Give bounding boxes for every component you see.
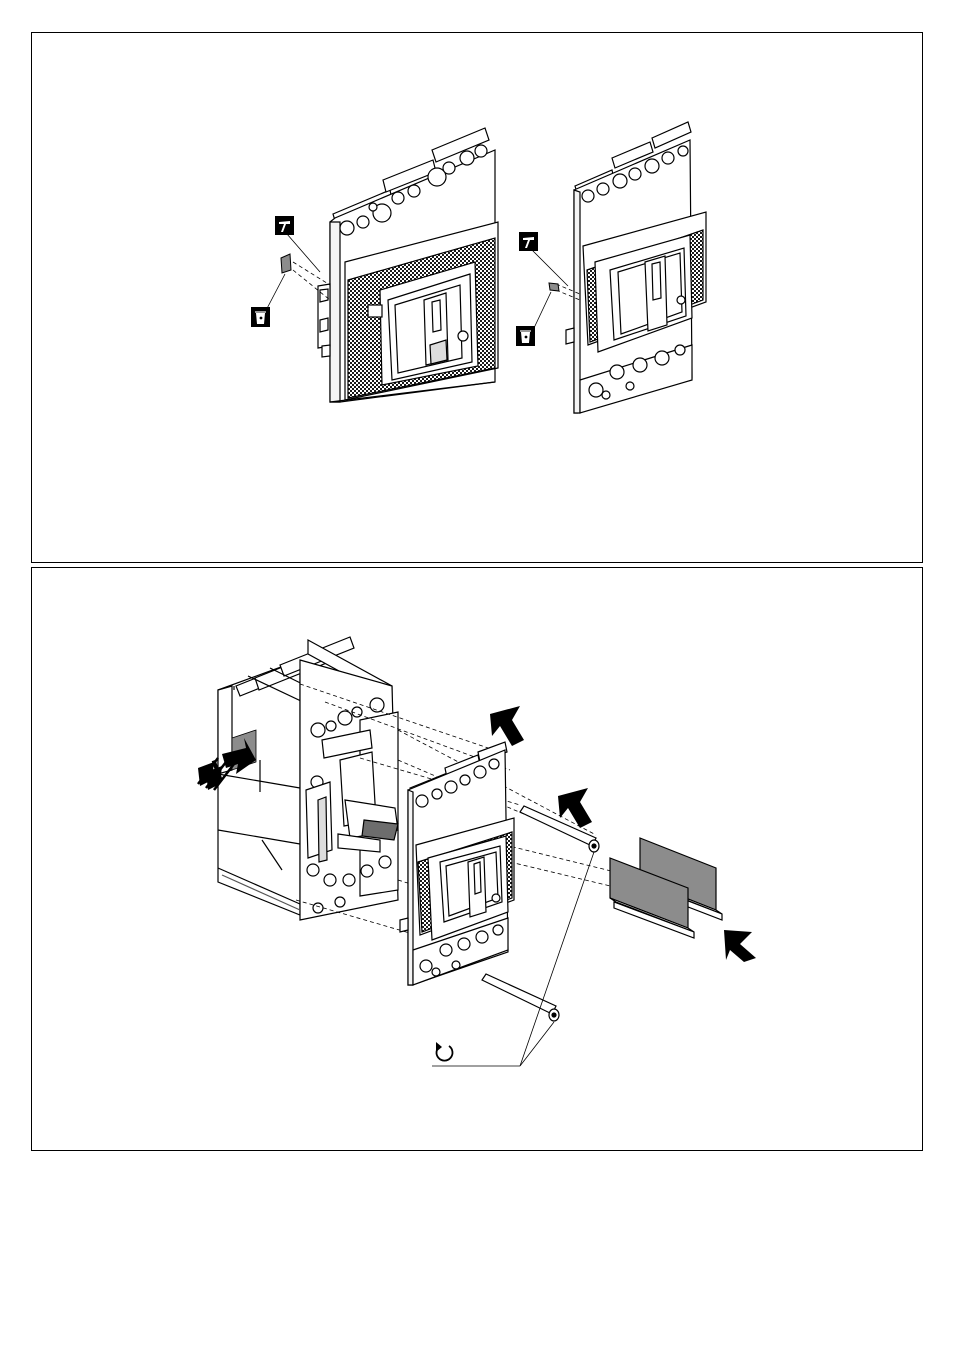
arrow-lower — [724, 930, 756, 962]
dispose-bin-icon — [251, 307, 270, 327]
tighten-rotation-icon — [436, 1042, 452, 1061]
removed-part-large — [281, 254, 291, 273]
hammer-icon — [519, 232, 538, 251]
front-cover — [400, 742, 514, 985]
removed-part-small — [549, 283, 559, 291]
breaker-small — [566, 122, 706, 413]
breaker-large — [318, 128, 498, 402]
dispose-bin-icon — [516, 326, 535, 346]
hammer-icon — [275, 216, 294, 235]
breaker-body-open — [218, 637, 398, 920]
arrow-upper — [490, 706, 524, 746]
arrow-middle — [558, 788, 592, 828]
phase-barriers — [610, 838, 722, 938]
